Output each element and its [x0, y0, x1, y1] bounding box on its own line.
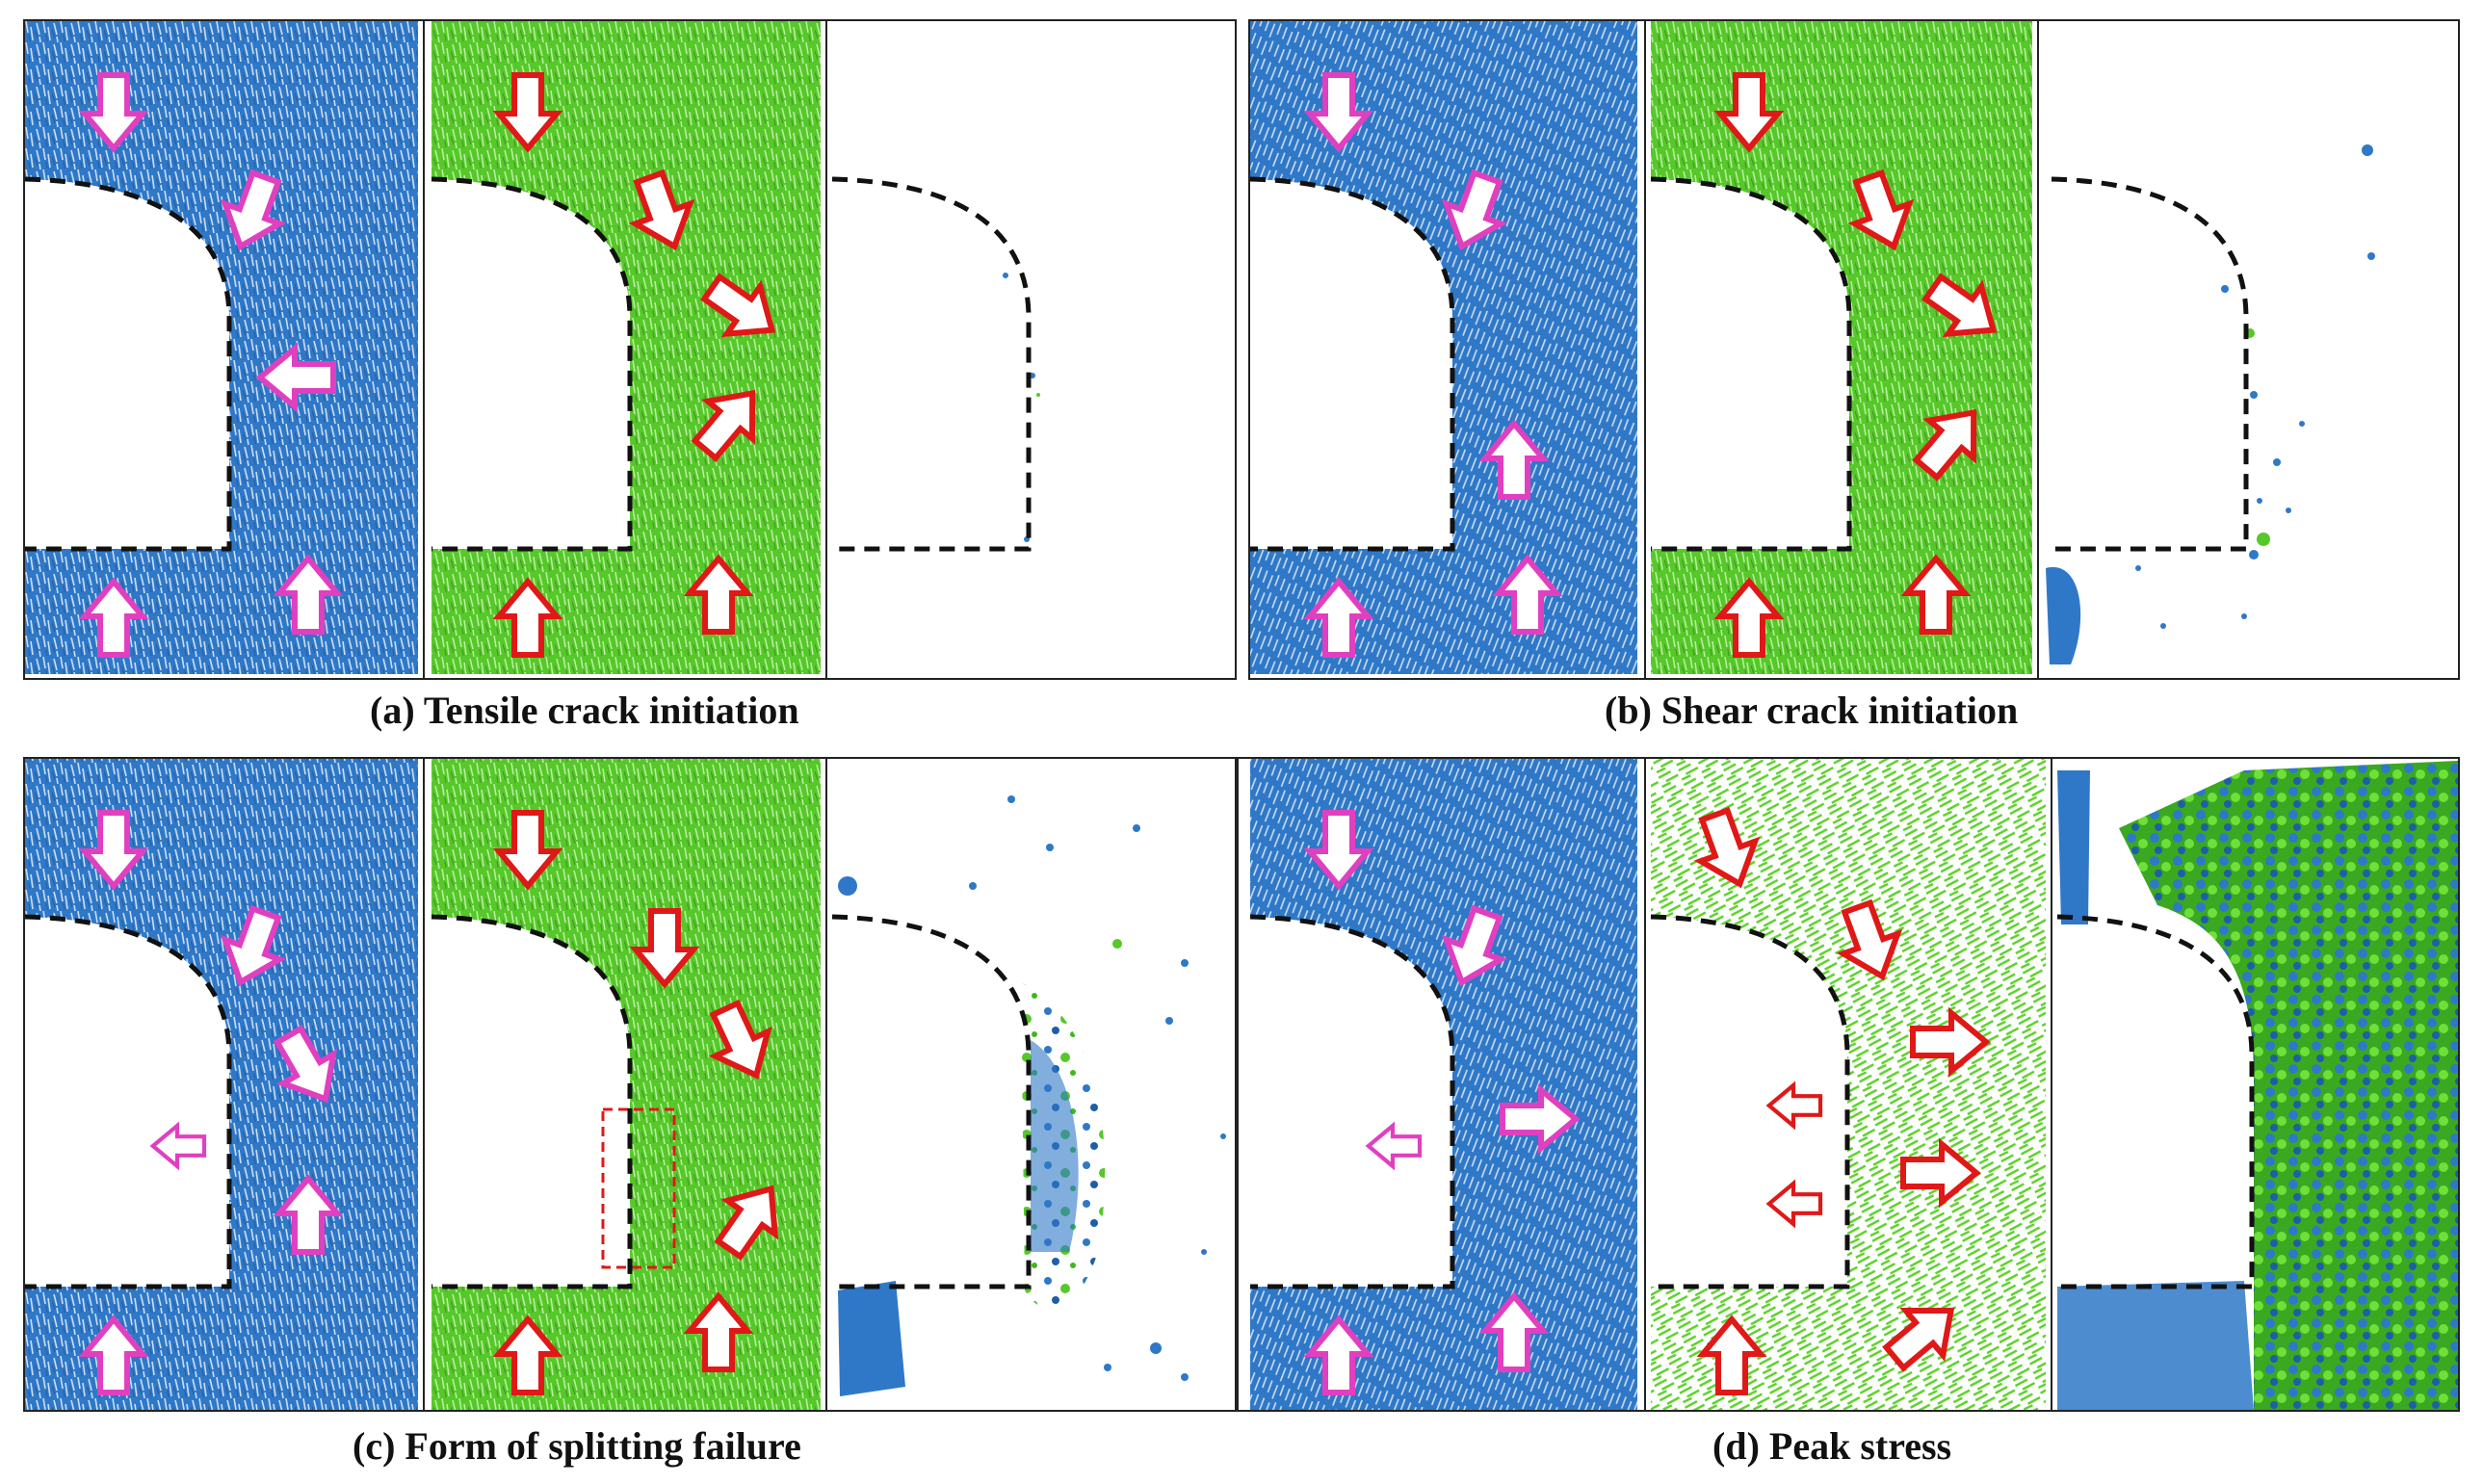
panel-b-crack-particles: [2046, 144, 2375, 664]
panel-c-green-field: [431, 759, 821, 1410]
panel-a-blue-field: [25, 21, 418, 674]
panel-d-green-field: [1651, 759, 2046, 1410]
caption-c: (c) Form of splitting failure: [353, 1424, 801, 1468]
panel-c-highlight-box: [601, 1107, 676, 1269]
panel-d-blue-field: [1250, 759, 1637, 1410]
panel-c-crack-particles: [838, 795, 1226, 1396]
panel-a-green-field: [431, 21, 821, 674]
panel-c-blue-field: [25, 759, 418, 1410]
notch-outlines: [24, 176, 2255, 1289]
panel-b-blue-field: [1250, 21, 1637, 674]
panel-d-crack-particles: [2057, 761, 2458, 1410]
panel-b-green-field: [1651, 21, 2032, 674]
panel-a-crack-particles: [1003, 273, 1040, 542]
caption-a: (a) Tensile crack initiation: [370, 689, 799, 732]
caption-d: (d) Peak stress: [1712, 1424, 1952, 1468]
caption-b: (b) Shear crack initiation: [1605, 689, 2019, 732]
